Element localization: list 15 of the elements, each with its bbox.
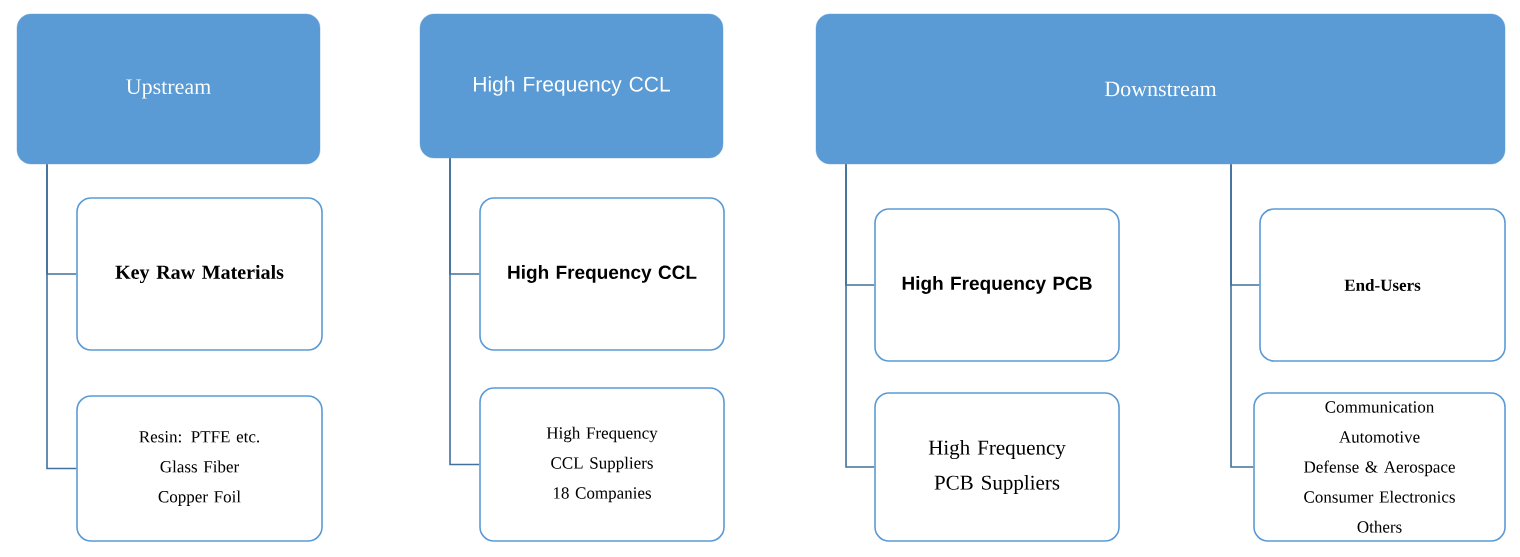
- content-box: High Frequency CCL: [479, 197, 725, 351]
- content-box: High Frequency CCL Suppliers 18 Companies: [479, 387, 725, 542]
- content-box: High Frequency PCB: [874, 208, 1120, 362]
- content-box: Key Raw Materials: [76, 197, 323, 351]
- connector-line: [449, 157, 480, 466]
- connector-line: [46, 163, 77, 470]
- content-box: End-Users: [1259, 208, 1506, 362]
- content-box: Communication Automotive Defense & Aerospace Consumer Electronics Others: [1253, 392, 1506, 542]
- header-box: Downstream: [815, 13, 1506, 165]
- content-box: Resin: PTFE etc. Glass Fiber Copper Foil: [76, 395, 323, 542]
- content-box: High Frequency PCB Suppliers: [874, 392, 1120, 542]
- connector-line: [1230, 163, 1254, 468]
- connector-line: [845, 163, 875, 468]
- header-box: High Frequency CCL: [419, 13, 724, 159]
- header-box: Upstream: [16, 13, 321, 165]
